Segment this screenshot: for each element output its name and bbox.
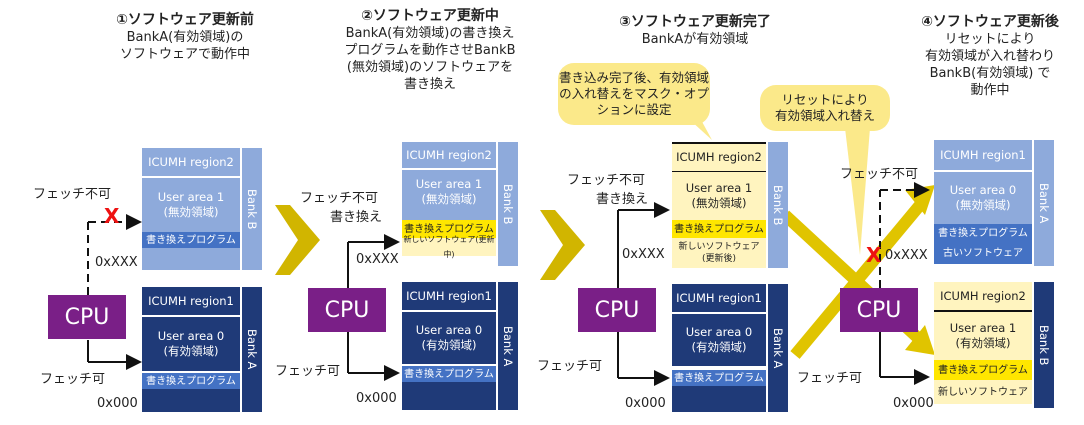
rewrite-program: 書き換えプログラム (142, 232, 240, 248)
icumh-region2: ICUMH region2 (672, 142, 766, 172)
step4-title: ④ソフトウェア更新後 リセットにより 有効領域が入れ替わり BankB(有効領域… (895, 14, 1084, 99)
user-area-1: User area 1 (無効領域) (142, 178, 240, 232)
rewrite-label: 書き換え (330, 210, 383, 225)
icumh-region1: ICUMH region1 (934, 140, 1032, 170)
user-area-1: User area 1 (無効領域) (402, 170, 496, 214)
addr-000-label: 0x000 (893, 396, 934, 411)
addr-000-label: 0x000 (97, 396, 138, 411)
bank-a-label: Bank A (1034, 140, 1054, 266)
step4-heading: ④ソフトウェア更新後 (921, 14, 1059, 30)
step3-heading: ③ソフトウェア更新完了 (619, 14, 771, 30)
cpu-block: CPU (48, 295, 126, 339)
step2-title: ②ソフトウェア更新中 BankA(有効領域)の書き換え プログラムを動作させBa… (325, 8, 535, 93)
user-area-0: User area 0 (有効領域) (402, 312, 496, 364)
fetch-ok-label: フェッチ可 (40, 372, 106, 387)
addr-000-label: 0x000 (625, 396, 666, 411)
new-software-updating: 新しいソフトウェア(更新中) (402, 235, 496, 259)
empty-area (142, 389, 240, 412)
bank-b-label: Bank B (1034, 282, 1054, 408)
fetch-ok-label: フェッチ可 (797, 371, 863, 386)
bank-a-label: Bank A (768, 284, 788, 412)
bank-a-label: Bank A (242, 287, 262, 412)
rewrite-program: 書き換えプログラム (142, 373, 240, 389)
cpu-block: CPU (308, 288, 386, 332)
icumh-region1: ICUMH region1 (142, 287, 240, 315)
rewrite-program: 書き換えプログラム (402, 366, 496, 382)
step1-heading: ①ソフトウェア更新前 (116, 12, 254, 28)
reset-swap-callout: リセットにより 有効領域入れ替え (760, 85, 890, 131)
cpu-block: CPU (840, 288, 918, 332)
cpu-block: CPU (578, 288, 656, 332)
callout-tail (690, 118, 712, 140)
user-area-0: User area 0 (無効領域) (934, 172, 1032, 224)
bank-a: ICUMH region1 User area 0 (有効領域) 書き換えプログ… (672, 284, 788, 412)
empty-area (142, 248, 240, 270)
fetch-ng-label: フェッチ不可 (33, 187, 112, 202)
fetch-ok-label: フェッチ可 (537, 359, 603, 374)
rewrite-program: 書き換えプログラム (402, 220, 496, 238)
step2-desc: BankA(有効領域)の書き換え プログラムを動作させBankB (無効領域)の… (344, 26, 516, 92)
bank-b: ICUMH region2 User area 1 (有効領域) 書き換えプログ… (934, 282, 1054, 408)
new-software: 新しいソフトウェア (934, 380, 1032, 404)
addr-xxx-label: 0xXXX (885, 248, 928, 263)
bank-b: ICUMH region2 User area 1 (無効領域) 書き換えプログ… (402, 142, 518, 266)
swap-arrow-head (905, 325, 935, 355)
step2-heading: ②ソフトウェア更新中 (361, 8, 499, 24)
fetch-ng-label: フェッチ不可 (840, 167, 919, 182)
bank-a: ICUMH region1 User area 0 (有効領域) 書き換えプログ… (402, 282, 518, 410)
addr-xxx-label: 0xXXX (95, 255, 138, 270)
mask-option-callout: 書き込み完了後、有効領域 の入れ替えをマスク・オプ ションに設定 (558, 63, 710, 125)
bank-b: ICUMH region2 User area 1 (無効領域) 書き換えプログ… (142, 148, 262, 270)
step1-desc: BankA(有効領域)の ソフトウェアで動作中 (119, 30, 250, 62)
rewrite-program: 書き換えプログラム (934, 360, 1032, 380)
icumh-region1: ICUMH region1 (402, 282, 496, 310)
fetch-ng-label: フェッチ不可 (567, 173, 646, 188)
bank-b-label: Bank B (498, 142, 518, 266)
step1-title: ①ソフトウェア更新前 BankA(有効領域)の ソフトウェアで動作中 (90, 12, 280, 63)
rewrite-label: 書き換え (596, 192, 649, 207)
icumh-region1: ICUMH region1 (672, 284, 766, 312)
rewrite-program: 書き換えプログラム (672, 220, 766, 238)
addr-000-label: 0x000 (356, 391, 397, 406)
user-area-0: User area 0 (有効領域) (672, 314, 766, 366)
bank-a-label: Bank A (498, 282, 518, 410)
icumh-region2: ICUMH region2 (402, 142, 496, 168)
transition-arrow (540, 210, 585, 280)
empty-area (402, 214, 496, 220)
rewrite-program: 書き換えプログラム (934, 224, 1032, 242)
bank-b-label: Bank B (242, 148, 262, 270)
new-software-after: 新しいソフトウェア (更新後) (672, 238, 766, 268)
addr-xxx-label: 0xXXX (356, 252, 399, 267)
transition-arrow (275, 205, 320, 275)
empty-area (672, 386, 766, 412)
old-software: 古いソフトウェア (934, 242, 1032, 264)
addr-xxx-label: 0xXXX (622, 247, 665, 262)
callout-tail (845, 128, 870, 255)
user-area-0: User area 0 (有効領域) (142, 317, 240, 371)
rewrite-program: 書き換えプログラム (672, 370, 766, 386)
empty-area (402, 382, 496, 410)
user-area-1: User area 1 (有効領域) (934, 312, 1032, 360)
bank-a: ICUMH region1 User area 0 (無効領域) 書き換えプログ… (934, 140, 1054, 266)
bank-b: ICUMH region2 User area 1 (無効領域) 書き換えプログ… (672, 142, 788, 268)
step3-title: ③ソフトウェア更新完了 BankAが有効領域 (600, 14, 790, 48)
bank-b-label: Bank B (768, 142, 788, 268)
step4-desc: リセットにより 有効領域が入れ替わり BankB(有効領域) で 動作中 (924, 32, 1055, 98)
fetch-ng-label: フェッチ不可 (300, 191, 379, 206)
x-mark: X (866, 243, 882, 267)
icumh-region2: ICUMH region2 (934, 282, 1032, 312)
bank-a: ICUMH region1 User area 0 (有効領域) 書き換えプログ… (142, 287, 262, 412)
icumh-region2: ICUMH region2 (142, 148, 240, 176)
fetch-ok-label: フェッチ可 (275, 364, 341, 379)
user-area-1: User area 1 (無効領域) (672, 172, 766, 220)
step3-desc: BankAが有効領域 (641, 32, 749, 47)
x-mark: X (104, 204, 120, 228)
